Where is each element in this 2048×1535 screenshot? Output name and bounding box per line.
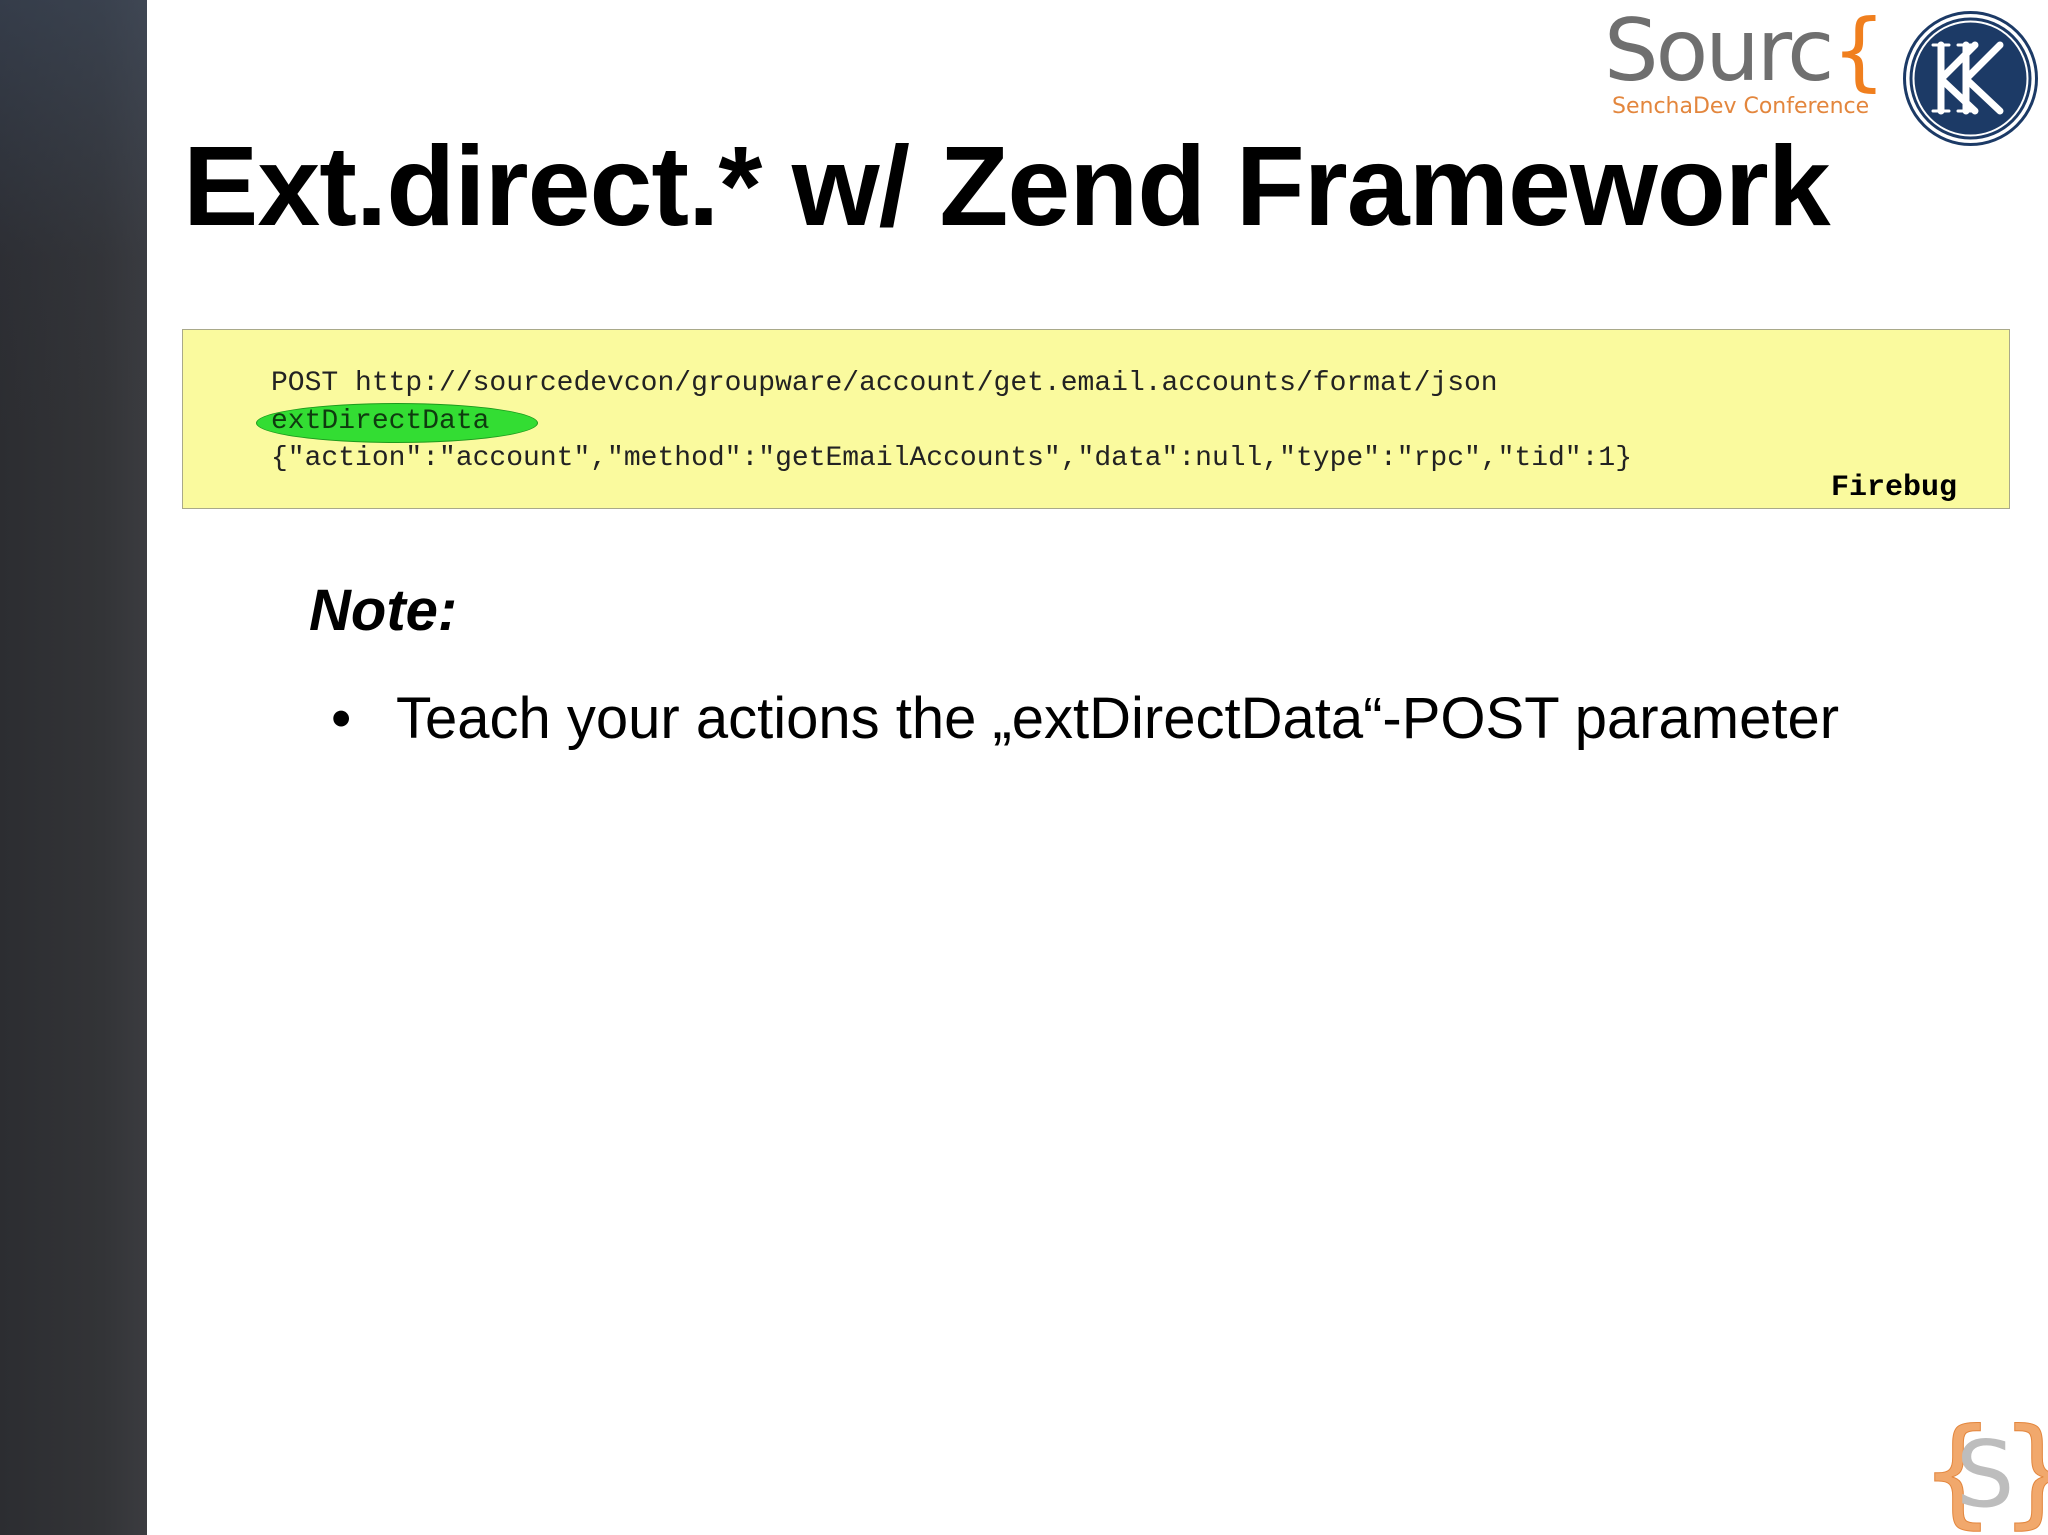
bullet-marker: •	[331, 686, 352, 751]
source-brace-s-logo-icon: { S }	[1920, 1402, 2048, 1535]
code-line-request: POST http://sourcedevcon/groupware/accou…	[271, 368, 1498, 399]
content-area	[147, 0, 2048, 1535]
side-band	[0, 0, 147, 1535]
wordmark-brace: {	[1831, 1, 1886, 101]
bullet-list: • Teach your actions the „extDirectData“…	[326, 686, 1839, 751]
bullet-text: Teach your actions the „extDirectData“-P…	[396, 686, 1840, 751]
svg-text:}: }	[2000, 1402, 2048, 1535]
side-band-shine	[0, 0, 147, 430]
conference-logo: Sourc{ SenchaDev Conference	[1604, 8, 1889, 128]
kk-seal-logo-icon	[1903, 11, 2038, 146]
highlight-oval	[256, 403, 538, 443]
conference-wordmark: Sourc{	[1604, 8, 1886, 94]
code-line-param-name: extDirectData	[271, 406, 490, 437]
note-heading: Note:	[309, 578, 458, 643]
svg-text:{: {	[1920, 1402, 1995, 1535]
bullet-item: • Teach your actions the „extDirectData“…	[326, 686, 1839, 751]
code-box: POST http://sourcedevcon/groupware/accou…	[182, 329, 2010, 509]
code-line-payload: {"action":"account","method":"getEmailAc…	[271, 443, 1633, 474]
wordmark-text: Sourc	[1604, 1, 1834, 101]
svg-text:S: S	[1956, 1421, 2014, 1528]
code-source-label: Firebug	[1830, 471, 1957, 505]
slide-title: Ext.direct.* w/ Zend Framework	[183, 123, 1831, 249]
conference-subtitle: SenchaDev Conference	[1612, 94, 1870, 119]
